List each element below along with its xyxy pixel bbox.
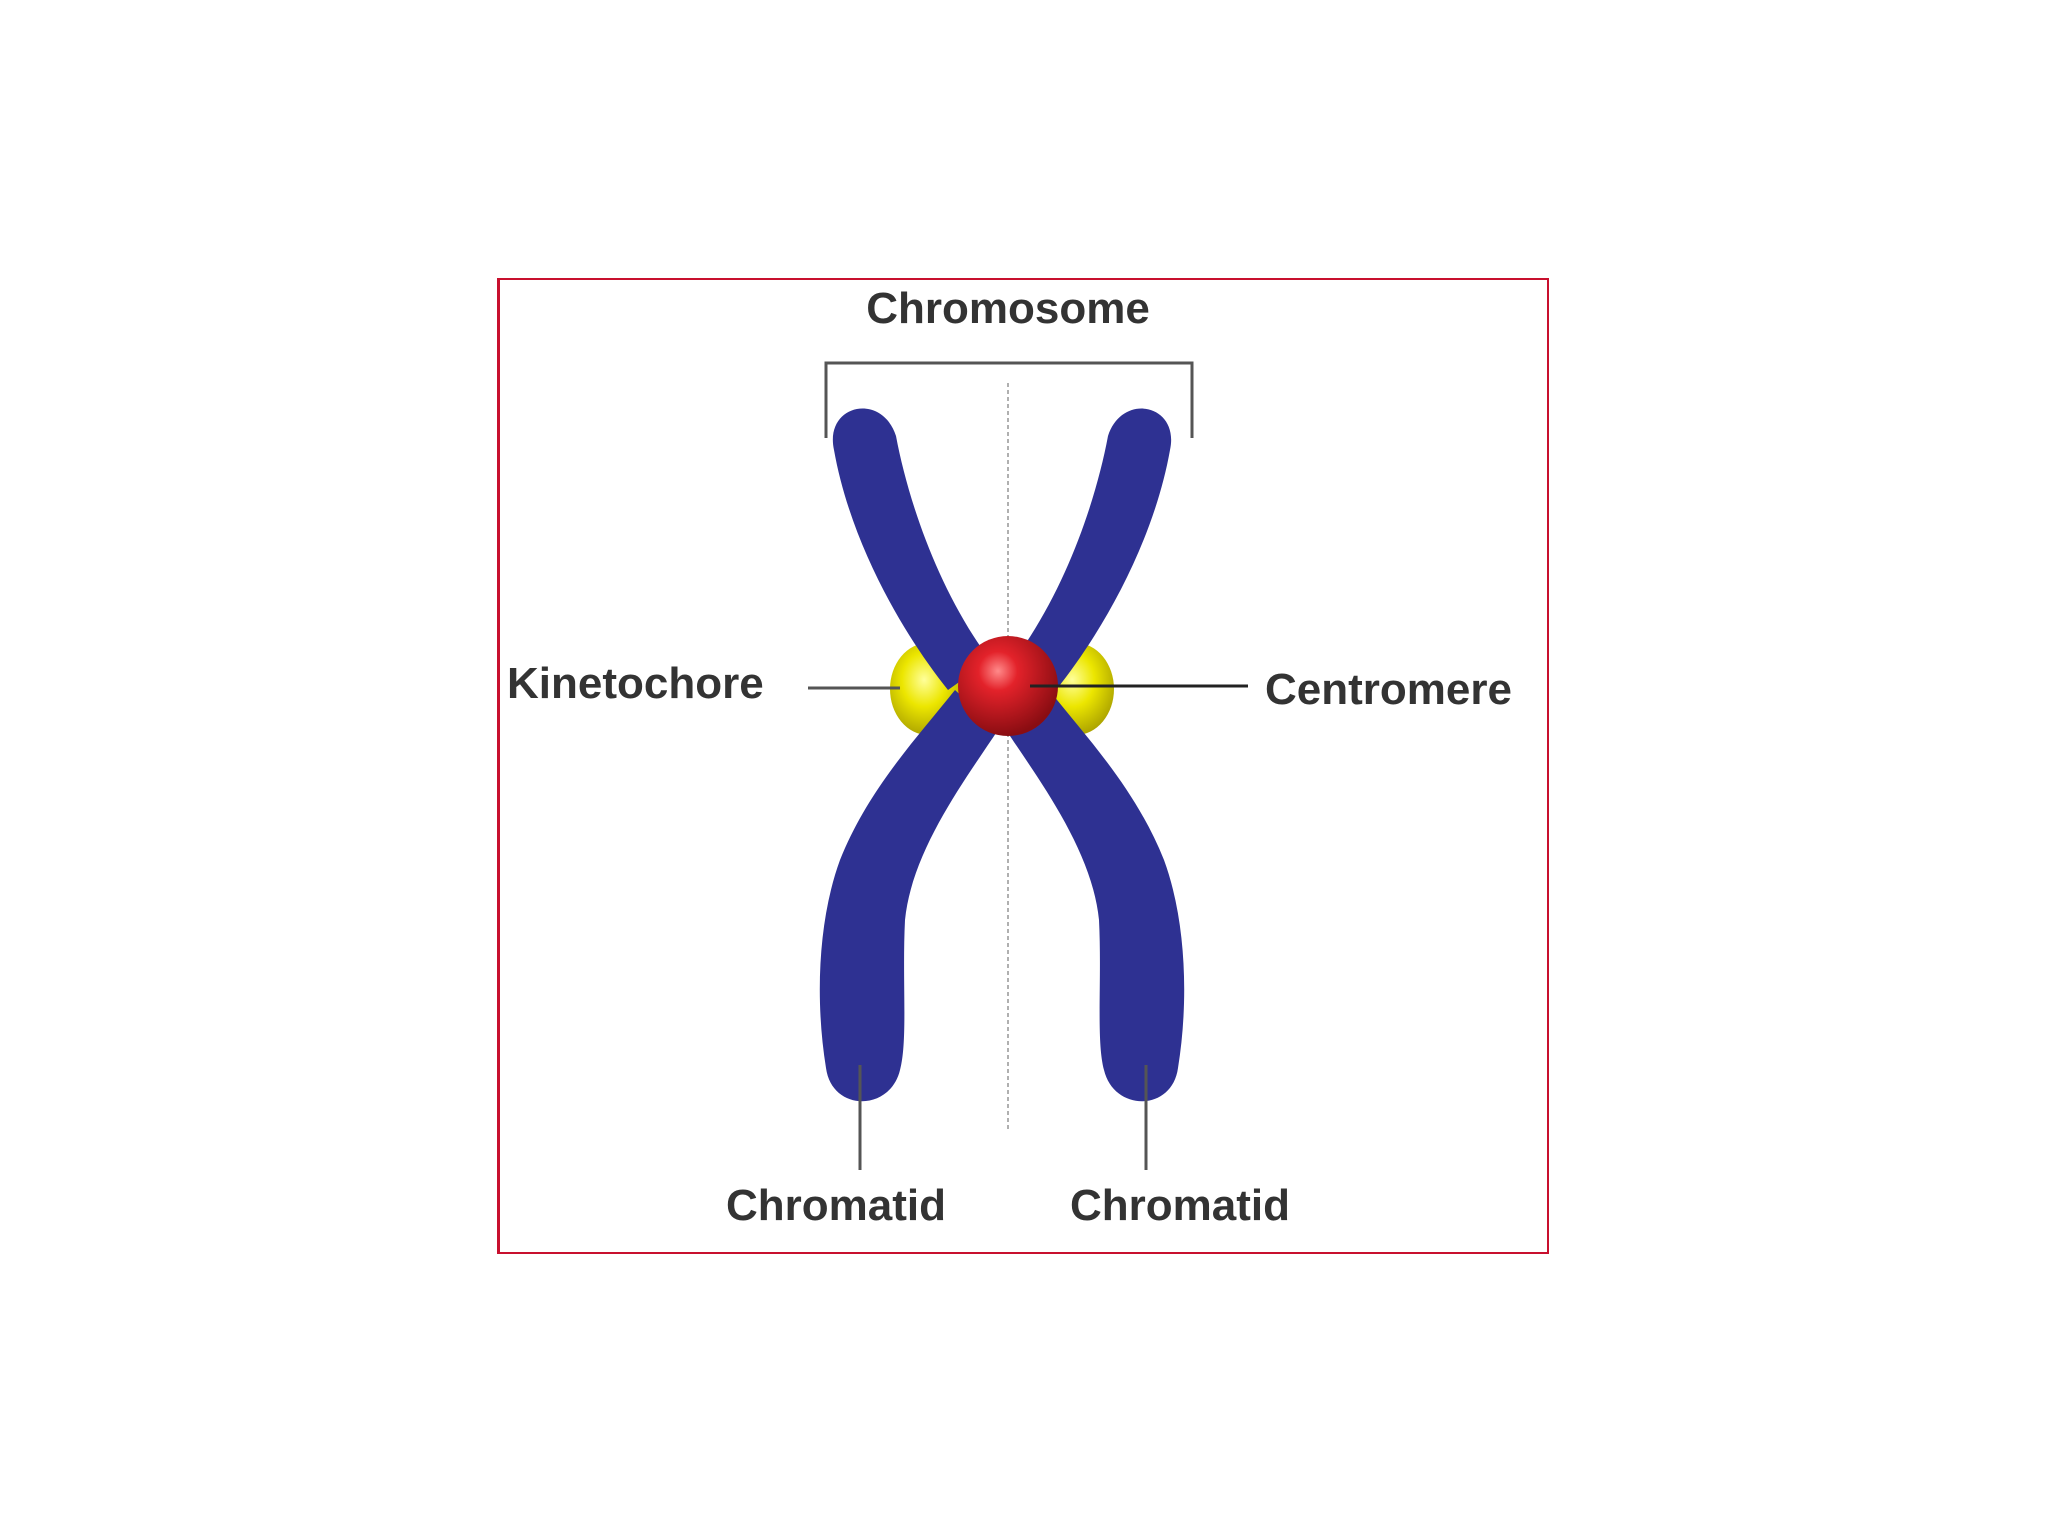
chromatid-left [820,409,998,1102]
chromosome-label: Chromosome [866,284,1150,333]
chromatid-right-lower-arm [1006,690,1184,1101]
chromatid-right-label: Chromatid [1070,1181,1290,1230]
kinetochore-label: Kinetochore [507,659,764,708]
chromatid-right [1006,409,1184,1102]
chromatid-left-lower-arm [820,690,998,1101]
chromatid-left-label: Chromatid [726,1181,946,1230]
centromere-label: Centromere [1265,665,1512,714]
